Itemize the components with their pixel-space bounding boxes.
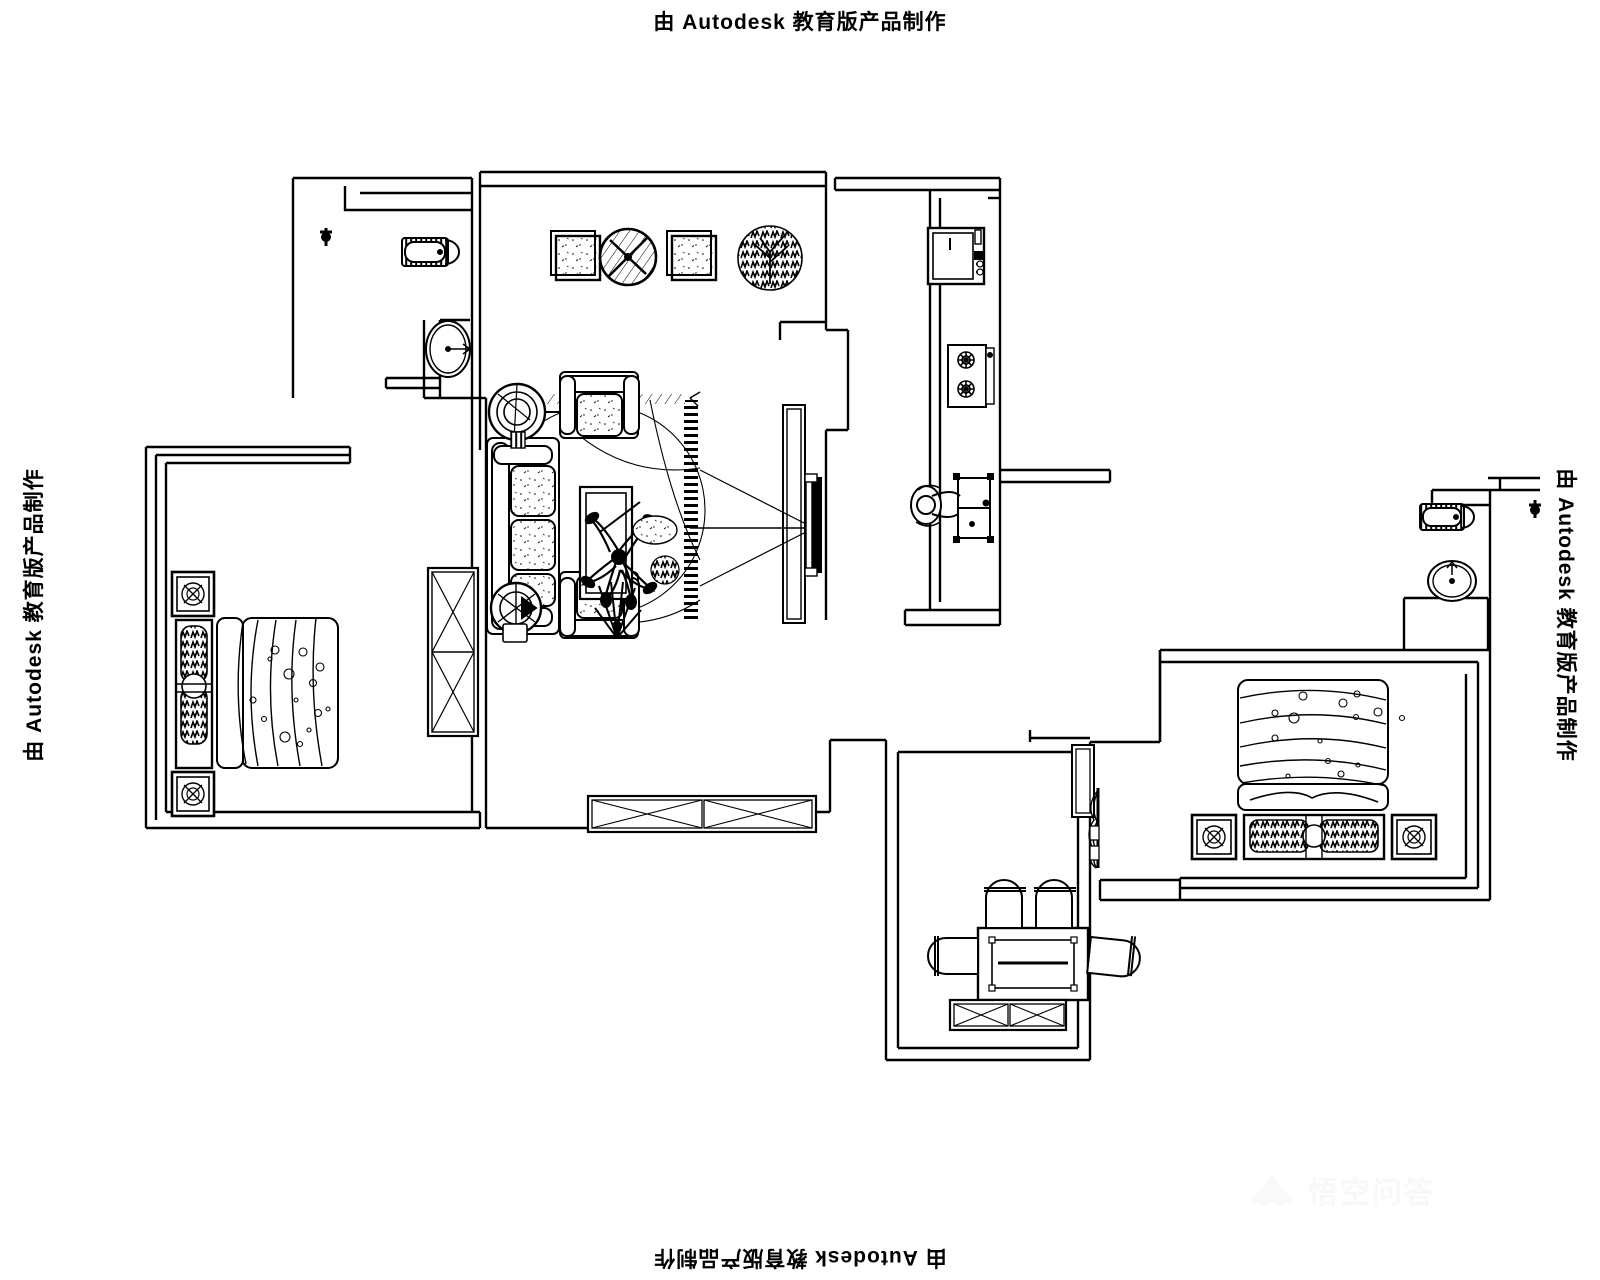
brand-watermark-text: 悟空问答 bbox=[1308, 1177, 1436, 1210]
wardrobe-left bbox=[426, 566, 480, 738]
wukong-owl-logo bbox=[1250, 1175, 1294, 1206]
round-hatched-table bbox=[598, 227, 658, 287]
brand-watermark: 悟空问答 bbox=[1246, 1163, 1486, 1217]
kitchen-fixtures bbox=[910, 226, 995, 543]
door-swing-bathroom-left bbox=[320, 228, 332, 246]
kitchen-sink bbox=[953, 473, 994, 543]
wash-basin-2 bbox=[1427, 560, 1477, 602]
round-side-table bbox=[487, 382, 560, 449]
bathroom-right-fixtures bbox=[1419, 500, 1541, 602]
entry-hall-furniture bbox=[586, 794, 818, 834]
gas-cooktop bbox=[947, 344, 995, 408]
wash-basin-1 bbox=[425, 320, 472, 378]
nightstand-right-right-bed bbox=[1390, 813, 1438, 861]
shoe-cabinet bbox=[586, 794, 818, 834]
curtain-drape bbox=[1088, 788, 1100, 869]
pillows-left-bed bbox=[174, 618, 214, 770]
bed-double-left bbox=[216, 617, 339, 769]
dining-chair-e bbox=[1086, 935, 1141, 978]
flat-screen-tv bbox=[804, 473, 822, 577]
floor-plant bbox=[580, 501, 680, 610]
dining-chair-w bbox=[927, 936, 979, 976]
accent-grass-plant bbox=[594, 581, 642, 639]
structural-walls bbox=[144, 170, 1540, 1062]
nightstand-upper-left bbox=[170, 570, 216, 618]
tv-view-cone bbox=[690, 469, 807, 587]
balcony-decor-group bbox=[549, 225, 803, 291]
refrigerator bbox=[926, 226, 986, 286]
tv-cabinet bbox=[782, 404, 806, 624]
bedroom-left-furniture bbox=[170, 566, 480, 818]
bedroom-right-furniture bbox=[1071, 679, 1438, 861]
dining-room-furniture bbox=[927, 788, 1141, 1032]
person-figure bbox=[910, 484, 961, 527]
watermark-top: 由 Autodesk 教育版产品制作 bbox=[653, 11, 947, 34]
dining-table bbox=[976, 926, 1090, 1002]
bathroom-left-fixtures bbox=[320, 228, 472, 378]
nightstand-lower-left bbox=[170, 770, 216, 818]
door-swing-bathroom-right bbox=[1529, 500, 1541, 518]
planter-box-2 bbox=[665, 229, 718, 282]
armchair-top bbox=[559, 371, 640, 439]
nightstand-left-right-bed bbox=[1190, 813, 1238, 861]
dining-chair-n1 bbox=[984, 879, 1026, 929]
small-shrub bbox=[650, 555, 680, 585]
sideboard-cabinet bbox=[948, 998, 1068, 1032]
dresser-right bbox=[1071, 744, 1095, 818]
living-room-furniture bbox=[486, 371, 822, 643]
potted-tree bbox=[737, 225, 803, 291]
dining-chair-n2 bbox=[1034, 879, 1076, 929]
pillows-right-bed bbox=[1242, 813, 1386, 861]
toilet-2 bbox=[1419, 503, 1475, 531]
toilet-1 bbox=[401, 237, 460, 267]
bed-double-right bbox=[1237, 679, 1406, 811]
circular-side-table bbox=[489, 581, 543, 643]
planter-box-1 bbox=[549, 229, 602, 282]
